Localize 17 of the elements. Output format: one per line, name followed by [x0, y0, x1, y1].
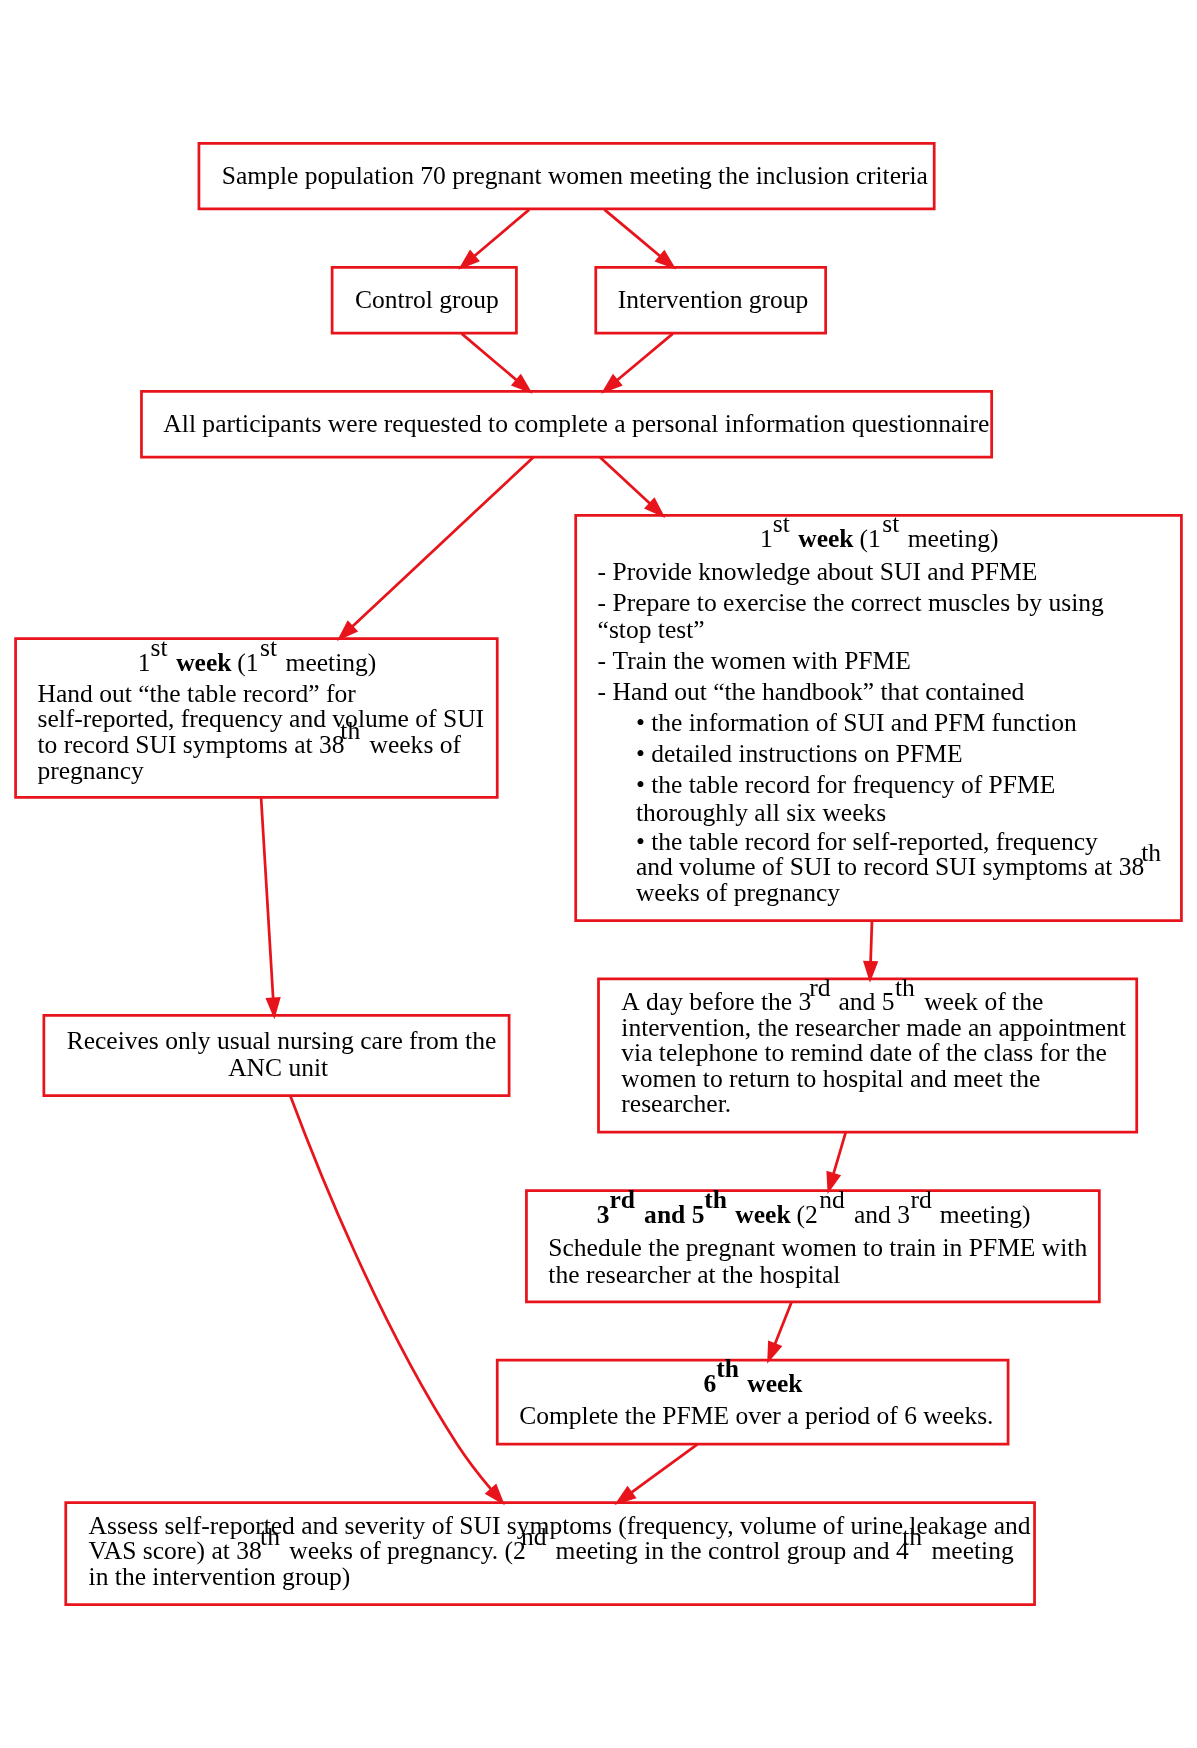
arrow [458, 208, 531, 270]
arrow [289, 1095, 505, 1506]
node-box: Intervention group [594, 266, 827, 335]
arrow [460, 332, 533, 394]
arrow [767, 1301, 793, 1364]
arrow [599, 456, 666, 518]
node-box: Sample population 70 pregnant women meeting the inclusion criteria [197, 141, 936, 211]
node-box: Receives only usual nursing care from the ANC unit [42, 1014, 511, 1098]
arrow [601, 332, 674, 394]
node-box: All participants were requested to complete a personal information questionnaire [140, 390, 994, 459]
arrow [826, 1131, 847, 1195]
arrow [259, 798, 281, 1020]
arrow [614, 1443, 699, 1505]
arrow [336, 456, 535, 641]
arrow [862, 920, 879, 983]
node-box: Control group [330, 266, 518, 335]
arrow [603, 208, 677, 270]
